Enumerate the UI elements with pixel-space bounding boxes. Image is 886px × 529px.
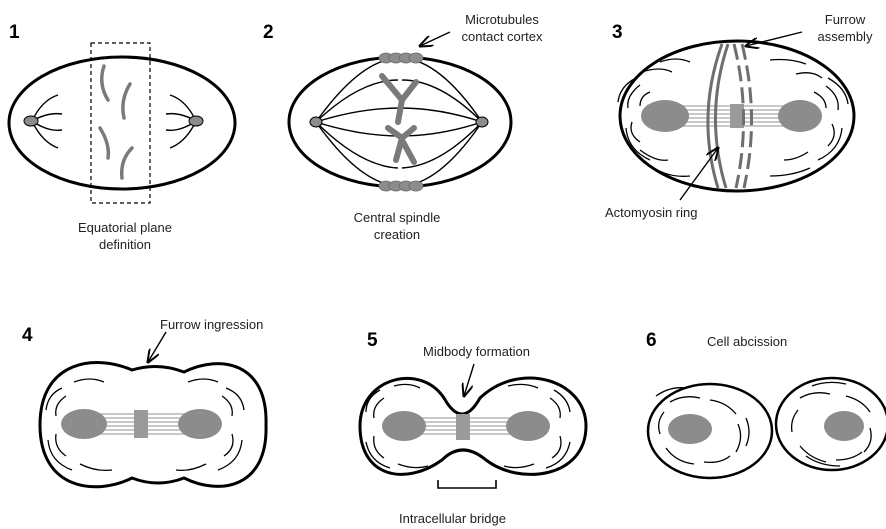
nucleus-right [178, 409, 222, 439]
centrosome-right [189, 116, 203, 126]
midzone [134, 410, 148, 438]
nucleus-left [61, 409, 107, 439]
panel-number-3: 3 [612, 22, 623, 44]
centrosome-left [24, 116, 38, 126]
panel-number-5: 5 [367, 330, 378, 352]
label-furrow-assembly: Furrow assembly [800, 11, 886, 45]
panel-5-cell [360, 378, 586, 488]
centrosome-right [476, 117, 488, 127]
panel-number-1: 1 [9, 22, 20, 44]
panel-number-2: 2 [263, 22, 274, 44]
label-intracellular-bridge: Intracellular bridge [399, 510, 559, 527]
label-cell-abcission: Cell abcission [707, 333, 827, 350]
nucleus [824, 411, 864, 441]
centrosome-left [310, 117, 322, 127]
central-spindle-chromosomes [382, 76, 416, 162]
bridge-bracket [438, 480, 496, 488]
label-actomyosin-ring: Actomyosin ring [605, 204, 745, 221]
label-furrow-ingression: Furrow ingression [160, 316, 320, 333]
nucleus [668, 414, 712, 444]
panel-3-cell [618, 41, 854, 191]
label-midbody-formation: Midbody formation [423, 343, 583, 360]
nucleus-right [778, 100, 822, 132]
cortex-contact-bottom [379, 181, 423, 191]
arrow-furrow-ingression [148, 332, 166, 362]
nucleus-left [641, 100, 689, 132]
equatorial-plane-box [91, 43, 150, 203]
nucleus-left [382, 411, 426, 441]
arrow-actomyosin-ring [680, 148, 718, 200]
panel-number-4: 4 [22, 325, 33, 347]
nucleus-right [506, 411, 550, 441]
label-equatorial-plane: Equatorial plane definition [40, 219, 210, 253]
cortex-contact-top [379, 53, 423, 63]
midzone [730, 104, 744, 128]
panel-number-6: 6 [646, 330, 657, 352]
panel-2-cell [289, 53, 511, 191]
panel-1-cell [9, 43, 235, 203]
chromosomes [100, 66, 132, 178]
arrow-midbody [464, 364, 474, 396]
panel-6-daughter-left [648, 384, 772, 478]
panel-4-cell [40, 363, 266, 487]
label-microtubules-contact: Microtubules contact cortex [437, 11, 567, 45]
midbody [456, 414, 470, 440]
panel-6-daughter-right [776, 378, 886, 470]
label-central-spindle: Central spindle creation [322, 209, 472, 243]
actomyosin-ring-front [708, 44, 728, 188]
